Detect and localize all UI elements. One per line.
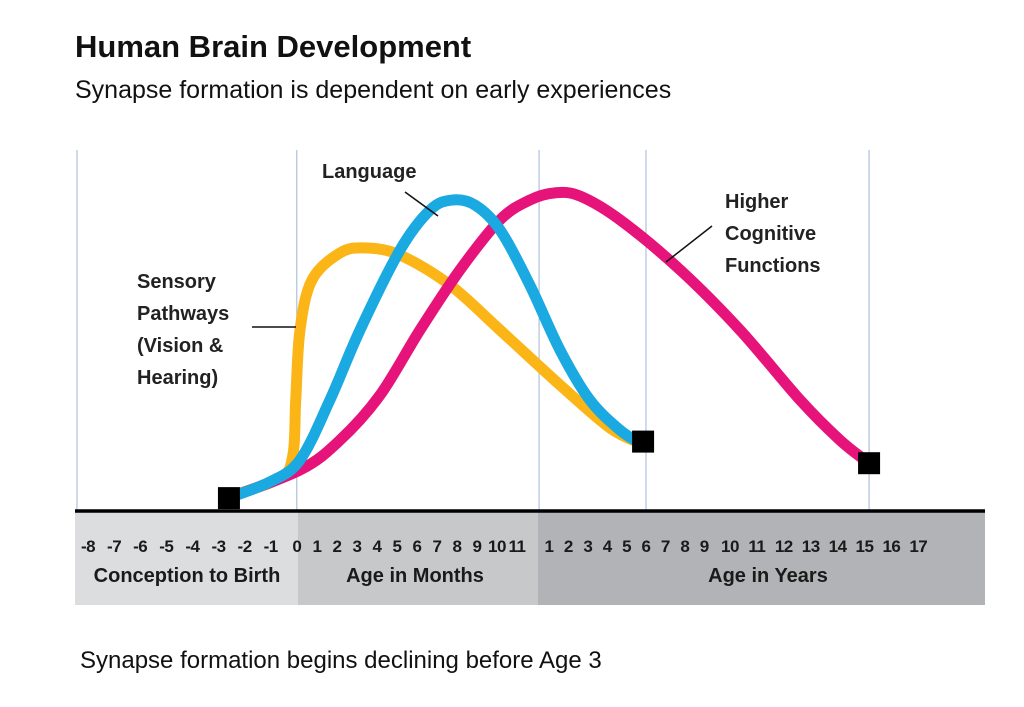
- x-tick-label: 13: [802, 537, 820, 556]
- sensory-pathways-curve: [222, 242, 646, 503]
- footnote: Synapse formation begins declining befor…: [80, 647, 602, 674]
- x-tick-label: 7: [433, 537, 442, 556]
- chart-title: Human Brain Development: [75, 29, 471, 64]
- x-tick-label: 5: [393, 537, 402, 556]
- square-marker: [858, 452, 881, 475]
- label-higher-1: Higher: [725, 191, 789, 213]
- x-tick-label: 14: [829, 537, 848, 556]
- x-tick-label: 9: [700, 537, 709, 556]
- x-tick-label: -4: [185, 537, 200, 556]
- x-tick-label: 15: [856, 537, 874, 556]
- x-tick-label: -7: [107, 537, 121, 556]
- x-tick-label: 16: [882, 537, 900, 556]
- x-tick-label: 1: [545, 537, 554, 556]
- square-marker: [632, 430, 655, 453]
- x-tick-label: 11: [748, 537, 765, 556]
- label-sensory-1: Sensory: [137, 271, 217, 293]
- band-conception-to-birth: [75, 512, 298, 605]
- x-tick-label: -2: [238, 537, 252, 556]
- label-sensory-2: Pathways: [137, 303, 229, 325]
- group-label-conception: Conception to Birth: [94, 565, 281, 587]
- chart-subtitle: Synapse formation is dependent on early …: [75, 76, 671, 104]
- series-curves: [222, 186, 875, 504]
- x-tick-label: 12: [775, 537, 793, 556]
- x-tick-label: 0: [292, 537, 301, 556]
- x-tick-label: 3: [353, 537, 362, 556]
- x-tick-label: -5: [159, 537, 173, 556]
- x-tick-label: 4: [603, 537, 613, 556]
- x-tick-label: 10: [721, 537, 739, 556]
- x-tick-label: 7: [661, 537, 670, 556]
- label-sensory-4: Hearing): [137, 367, 218, 389]
- x-tick-label: 1: [313, 537, 322, 556]
- x-tick-label: 17: [909, 537, 927, 556]
- x-tick-label: 6: [413, 537, 422, 556]
- square-marker: [217, 487, 240, 510]
- leader-language: [404, 191, 439, 217]
- x-tick-label: 8: [453, 537, 462, 556]
- band-age-in-months: [298, 512, 538, 605]
- group-label-months: Age in Months: [346, 565, 484, 587]
- x-tick-label: 10: [488, 537, 506, 556]
- end-markers: [217, 430, 881, 510]
- x-tick-label: 5: [622, 537, 631, 556]
- language-curve: [222, 194, 646, 504]
- x-tick-label: 11: [509, 537, 526, 556]
- x-tick-label: -8: [81, 537, 95, 556]
- band-age-in-years: [538, 512, 985, 605]
- x-tick-label: 3: [583, 537, 592, 556]
- x-tick-label: -3: [211, 537, 225, 556]
- x-tick-label: 8: [680, 537, 689, 556]
- x-tick-label: -1: [264, 537, 278, 556]
- higher-cognitive-curve: [222, 186, 875, 504]
- x-tick-label: 2: [333, 537, 342, 556]
- label-higher-2: Cognitive: [725, 223, 816, 245]
- x-tick-label: -6: [133, 537, 147, 556]
- x-tick-label: 2: [564, 537, 573, 556]
- label-higher-3: Functions: [725, 255, 821, 277]
- x-tick-label: 9: [473, 537, 482, 556]
- leader-higher: [665, 225, 713, 263]
- group-label-years: Age in Years: [708, 565, 828, 587]
- label-language: Language: [322, 161, 416, 183]
- x-tick-label: 4: [373, 537, 383, 556]
- x-tick-label: 6: [642, 537, 651, 556]
- label-sensory-3: (Vision &: [137, 335, 223, 357]
